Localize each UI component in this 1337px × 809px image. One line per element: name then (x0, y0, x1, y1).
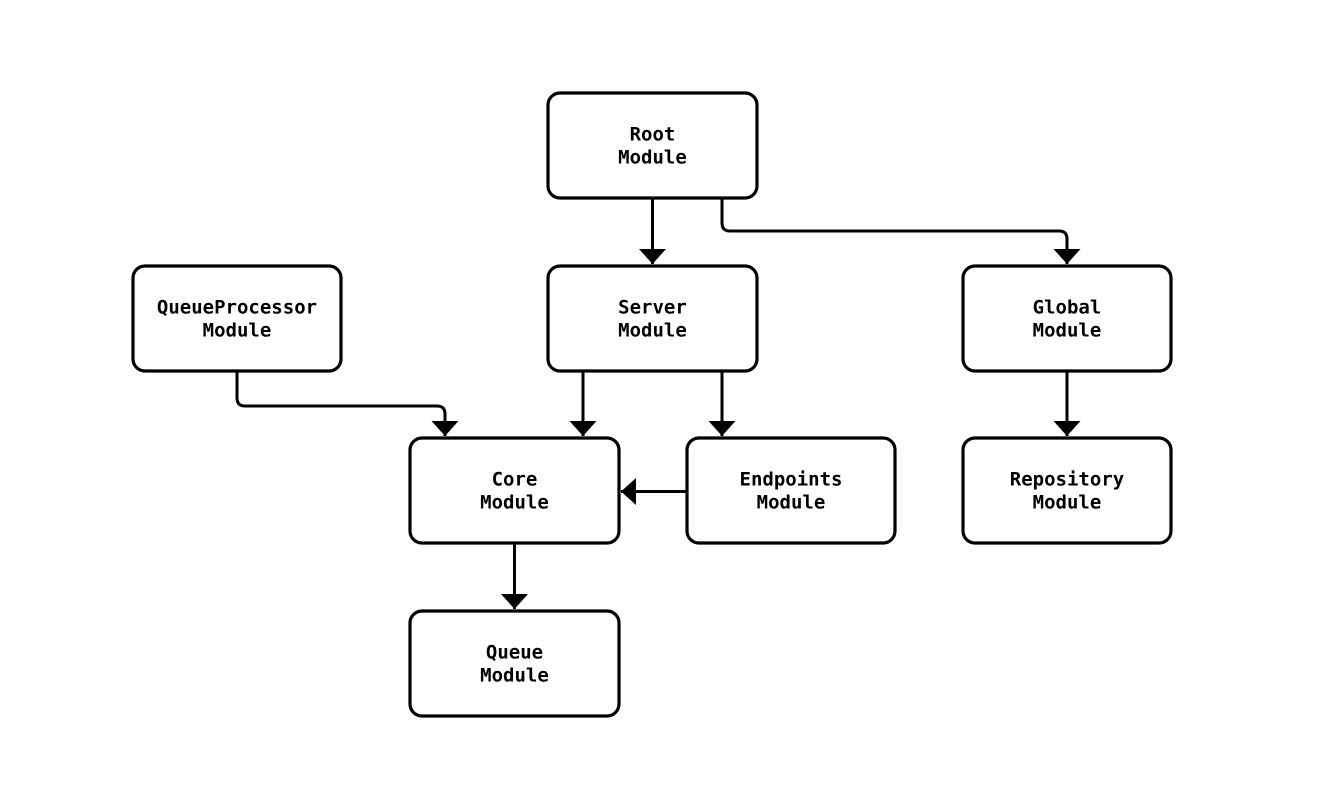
node-server-box (546, 264, 759, 373)
node-queueprocessor-box (131, 264, 343, 373)
node-queue-box (408, 609, 621, 718)
node-core-box (408, 436, 621, 545)
edge-queueprocessor-to-core (235, 371, 459, 436)
node-repository-box (961, 436, 1173, 545)
node-global-box (961, 264, 1173, 373)
edge-root-to-global (720, 198, 1081, 264)
node-root-box (546, 91, 759, 200)
node-endpoints-box (685, 436, 897, 545)
